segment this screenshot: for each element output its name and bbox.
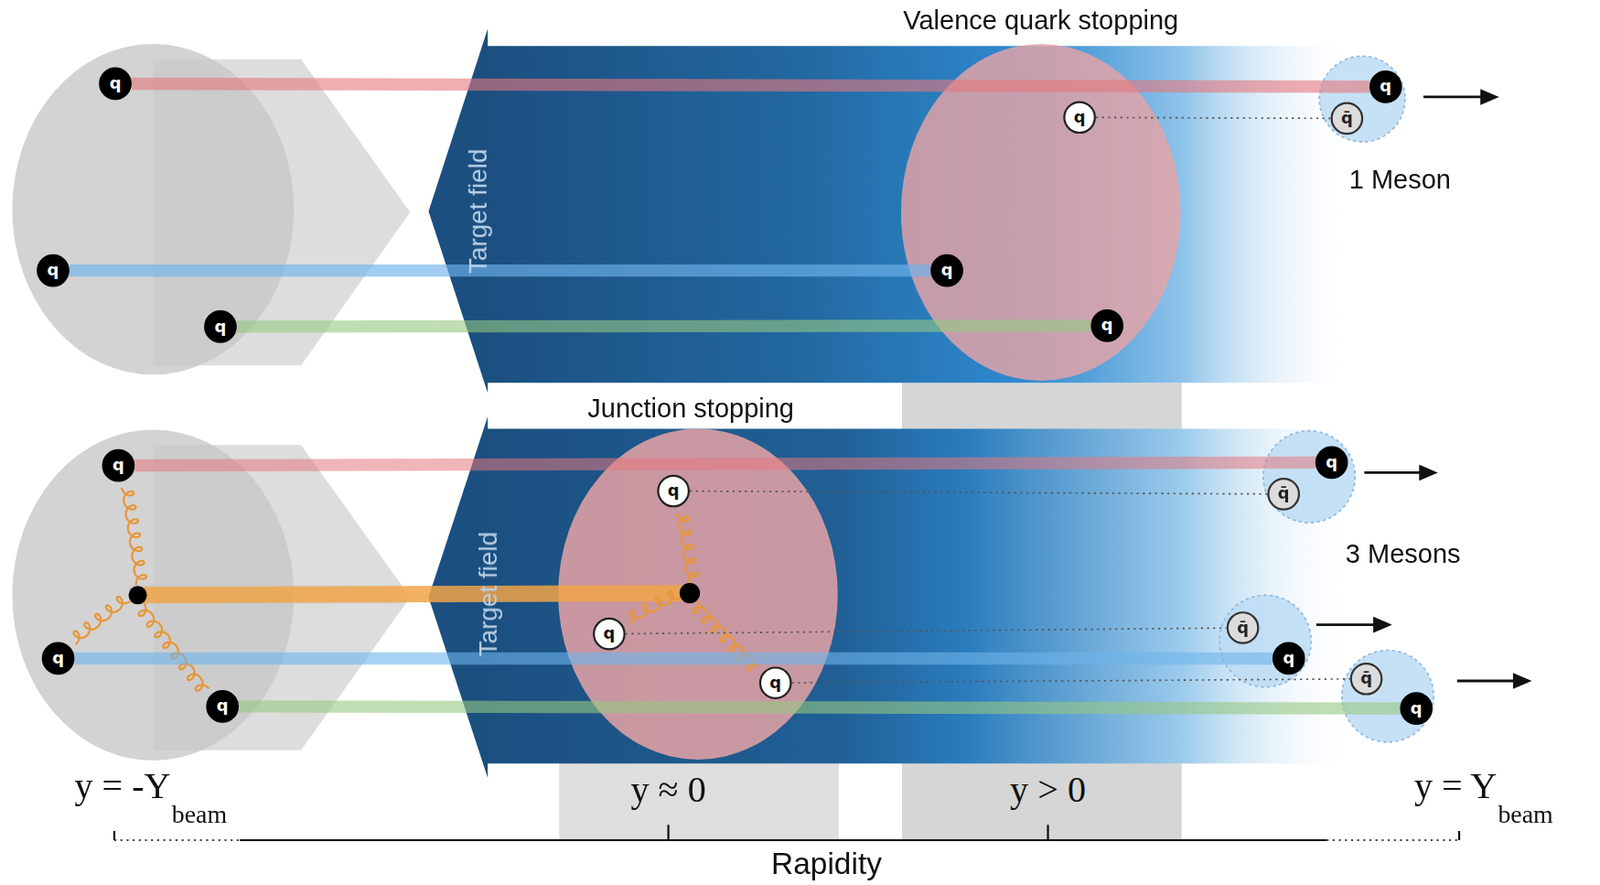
gluon-line (676, 513, 698, 583)
rapidity-axis (114, 824, 1460, 840)
axis-label: y = Y (1414, 763, 1497, 807)
quark-circle: q (36, 254, 70, 288)
antiquark-circle: q̄ (1331, 102, 1364, 136)
gluon-line (629, 590, 681, 624)
quark-symbol: q (769, 674, 782, 691)
motion-arrows (1457, 679, 1518, 683)
meson-blobs (1219, 55, 1434, 742)
motion-arrows (1481, 90, 1497, 103)
antiquark-circle: q̄ (1350, 662, 1384, 696)
quark-symbol: q (1101, 317, 1114, 334)
quark-symbol: q (214, 318, 227, 335)
field-label: Target field (462, 149, 493, 274)
color-string-band (69, 264, 931, 277)
pair-link (792, 678, 1351, 683)
quark-circle: q (656, 474, 690, 508)
axis-title: Rapidity (771, 846, 882, 881)
quark-symbol: q (667, 483, 680, 500)
motion-arrows (1316, 90, 1529, 687)
meson-blobs (1319, 55, 1406, 142)
quark-circle: q (1090, 309, 1124, 343)
field-label: Target field (472, 531, 503, 656)
rapidity-axis (1326, 838, 1460, 841)
quark-symbol: q (1379, 78, 1392, 96)
color-string-band (74, 652, 1273, 665)
axis-label: y ≈ 0 (630, 767, 706, 811)
motion-arrows (1423, 96, 1485, 99)
quark-circle: q (1063, 100, 1096, 134)
pair-link (689, 491, 1268, 494)
color-string-band (238, 706, 1400, 709)
gluon-line (73, 596, 129, 645)
rapidity-band (558, 754, 839, 840)
meson-blobs (1342, 650, 1434, 742)
meson-count: 3 Mesons (1345, 537, 1461, 570)
motion-arrows (1420, 466, 1436, 479)
antiquark-circle: q̄ (1226, 611, 1260, 645)
color-string-band (236, 325, 1092, 327)
quark-symbol: q̄ (1341, 109, 1354, 127)
motion-arrows (1363, 471, 1424, 474)
motion-arrows (1374, 618, 1389, 631)
junction-point (679, 582, 700, 603)
quark-circle: q (1369, 70, 1403, 104)
pair-link (625, 627, 1227, 634)
quark-symbol: q̄ (1277, 485, 1290, 503)
quark-circle: q (98, 67, 132, 101)
quark-circle: q (930, 254, 964, 288)
panel-title: Valence quark stopping (902, 4, 1179, 37)
junction-band (138, 592, 690, 595)
quark-circle: q (42, 642, 76, 676)
motion-arrows (1316, 622, 1378, 626)
quark-symbol: q̄ (1360, 670, 1373, 688)
meson-blobs (1219, 594, 1311, 687)
meson-count: 1 Meson (1349, 163, 1451, 196)
quark-symbol: q (1073, 108, 1086, 126)
gluon-line (139, 602, 210, 690)
color-string-band (131, 84, 1370, 87)
quark-symbol: q̄ (1236, 619, 1249, 636)
quark-circle: q (592, 617, 626, 651)
quark-circle: q (1399, 691, 1433, 725)
quark-circle: q (205, 689, 239, 723)
quark-circle: q (102, 449, 136, 483)
quark-symbol: q (1282, 650, 1295, 667)
quark-circle: q (1272, 642, 1306, 676)
quark-symbol: q (109, 75, 122, 93)
quark-symbol: q (112, 457, 125, 474)
meson-blobs (1263, 430, 1355, 523)
panel-title: Junction stopping (587, 392, 795, 425)
quark-symbol: q (52, 650, 65, 667)
axis-subscript: beam (171, 799, 227, 828)
junction-point (128, 585, 148, 604)
color-string-band (134, 461, 1316, 465)
quark-symbol: q (1325, 453, 1338, 471)
quark-circle: q (759, 665, 793, 699)
antiquark-circle: q̄ (1267, 477, 1300, 511)
rapidity-axis (666, 824, 669, 840)
axis-label: y > 0 (1009, 767, 1086, 811)
quark-symbol: q (216, 697, 229, 715)
rapidity-axis (1046, 824, 1049, 840)
pair-link (1095, 117, 1332, 120)
quark-symbol: q (1410, 699, 1423, 717)
gluon-line (121, 487, 147, 585)
quark-symbol: q (47, 262, 60, 280)
quark-circle: q (204, 310, 237, 344)
quark-circle: q (1315, 445, 1349, 479)
rapidity-axis (1458, 830, 1461, 840)
rapidity-axis (239, 838, 1327, 841)
rapidity-axis (113, 830, 116, 840)
quark-symbol: q (603, 625, 616, 643)
motion-arrows (1514, 674, 1529, 687)
rapidity-axis (114, 838, 240, 841)
axis-label: y = -Y (74, 763, 171, 807)
quark-symbol: q (941, 262, 954, 280)
axis-subscript: beam (1497, 799, 1553, 828)
